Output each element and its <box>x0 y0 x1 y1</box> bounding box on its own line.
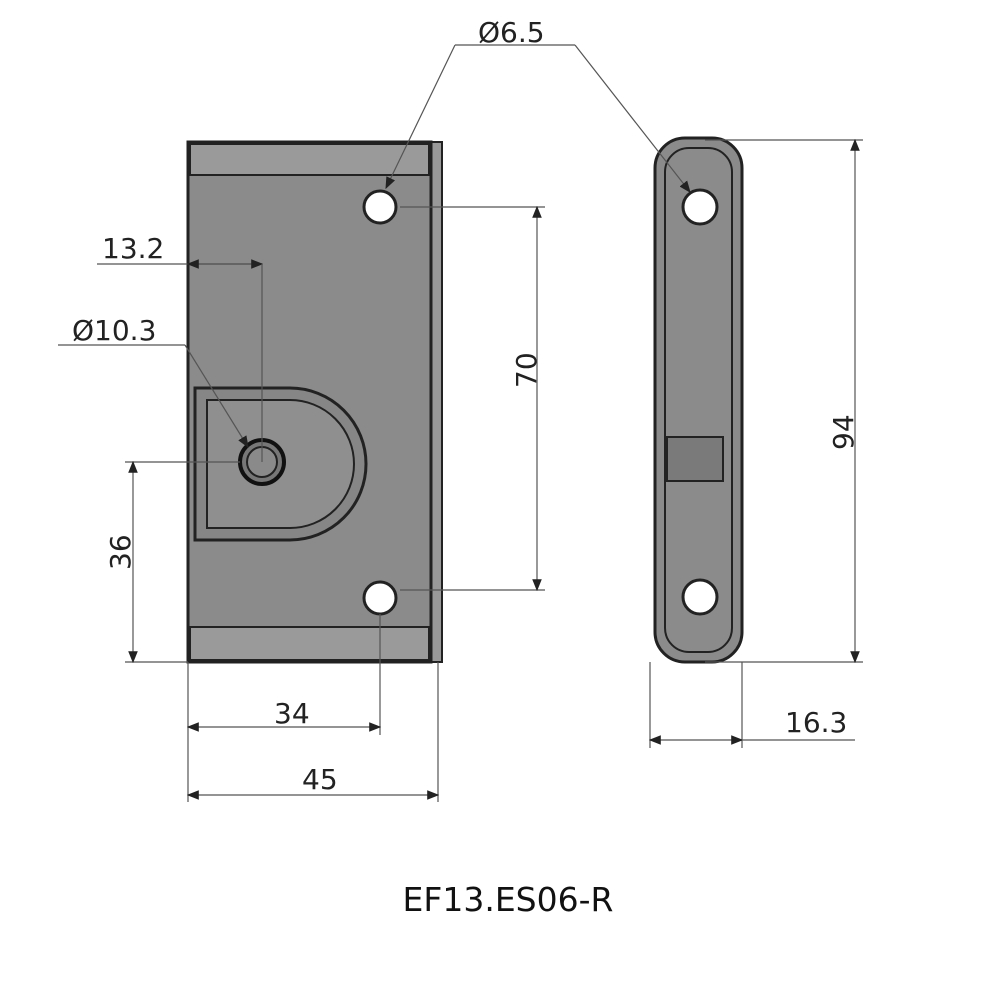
dim-center-offset-x: 13.2 <box>102 232 164 265</box>
dim-height: 94 <box>827 414 860 450</box>
dim-depth: 16.3 <box>785 706 847 739</box>
mount-hole-top <box>362 189 398 225</box>
dim-hole-spacing: 70 <box>510 352 543 388</box>
dimension-lines <box>58 44 863 802</box>
dim-center-hole-dia: Ø10.3 <box>72 314 156 347</box>
front-view <box>186 140 443 664</box>
dim-hole-offset-x: 34 <box>274 697 310 730</box>
dim-center-offset-y: 36 <box>104 534 137 570</box>
dim-width: 45 <box>302 763 338 796</box>
part-number: EF13.ES06-R <box>402 880 614 919</box>
dim-hole-dia: Ø6.5 <box>478 16 545 49</box>
mount-hole-bottom <box>362 580 398 616</box>
side-view <box>653 136 744 664</box>
